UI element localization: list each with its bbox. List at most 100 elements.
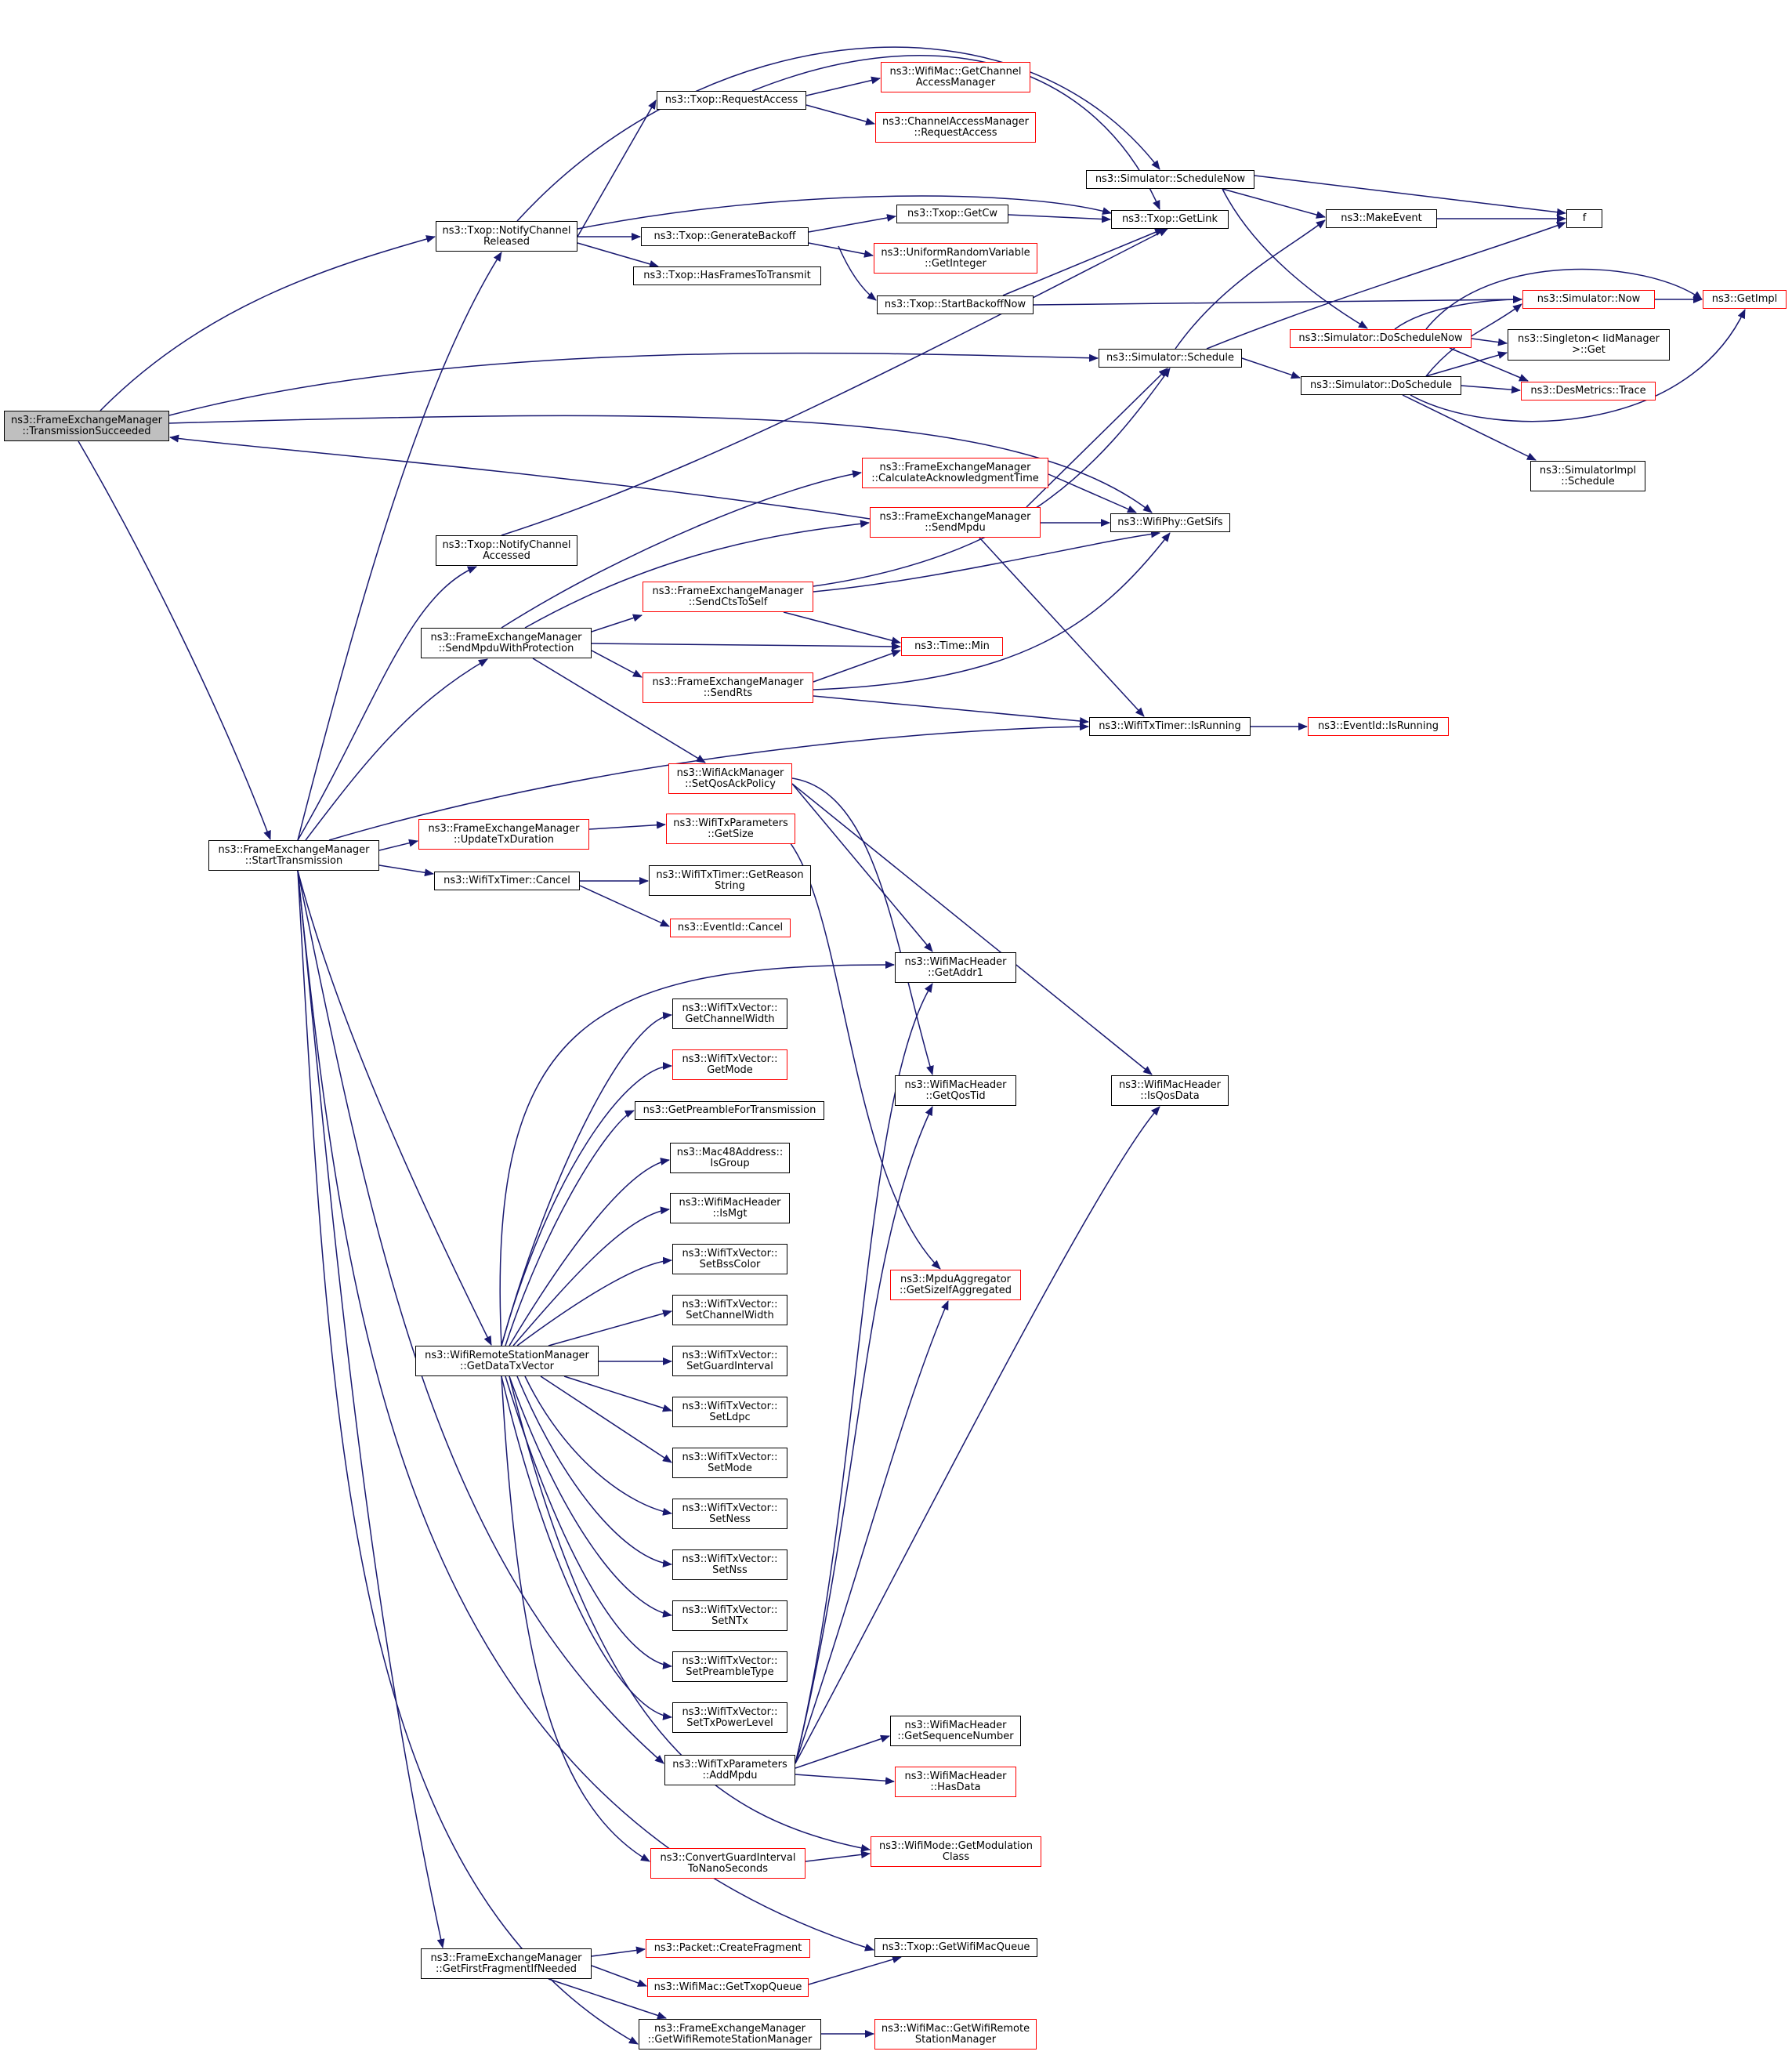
node-simulator-schedule-now[interactable]: ns3::Simulator::ScheduleNow — [1086, 170, 1254, 189]
node-wifi-tx-timer-cancel[interactable]: ns3::WifiTxTimer::Cancel — [434, 872, 580, 890]
node-label: ns3::WifiMac::GetChannel — [889, 65, 1022, 78]
node-f[interactable]: f — [1566, 209, 1602, 228]
node-event-id-cancel[interactable]: ns3::EventId::Cancel — [670, 919, 791, 937]
call-edge — [795, 1106, 1160, 1764]
node-wifi-mac-header-has-data[interactable]: ns3::WifiMacHeader::HasData — [895, 1767, 1016, 1797]
node-set-qos-ack-policy[interactable]: ns3::WifiAckManager::SetQosAckPolicy — [668, 763, 792, 794]
node-txop-get-link[interactable]: ns3::Txop::GetLink — [1111, 210, 1229, 229]
node-simulator-schedule[interactable]: ns3::Simulator::Schedule — [1099, 349, 1242, 368]
node-wifi-mac-get-txop-queue[interactable]: ns3::WifiMac::GetTxopQueue — [647, 1978, 809, 1997]
node-transmission-succeeded[interactable]: ns3::FrameExchangeManager::TransmissionS… — [4, 411, 169, 441]
node-send-rts[interactable]: ns3::FrameExchangeManager::SendRts — [643, 672, 813, 703]
node-wifi-tx-vector-set-ldpc[interactable]: ns3::WifiTxVector::SetLdpc — [672, 1397, 787, 1427]
node-singleton-iid-manager-get[interactable]: ns3::Singleton< IidManager>::Get — [1508, 329, 1670, 361]
node-send-mpdu[interactable]: ns3::FrameExchangeManager::SendMpdu — [870, 507, 1041, 538]
node-wifi-mac-header-get-addr1[interactable]: ns3::WifiMacHeader::GetAddr1 — [895, 952, 1016, 983]
node-wifi-tx-vector-set-channel-width[interactable]: ns3::WifiTxVector::SetChannelWidth — [672, 1295, 787, 1325]
node-des-metrics-trace[interactable]: ns3::DesMetrics::Trace — [1521, 382, 1656, 400]
node-txop-get-cw[interactable]: ns3::Txop::GetCw — [896, 205, 1008, 223]
node-wifi-tx-vector-set-guard-interval[interactable]: ns3::WifiTxVector::SetGuardInterval — [672, 1346, 787, 1376]
node-mac48-address-is-group[interactable]: ns3::Mac48Address::IsGroup — [670, 1143, 790, 1173]
call-edge — [805, 104, 875, 125]
call-edge — [577, 100, 657, 237]
call-edge — [501, 1375, 672, 1720]
node-label: ns3::WifiMacHeader — [1118, 1078, 1222, 1091]
node-label: AccessManager — [915, 76, 996, 89]
call-edge — [297, 870, 445, 1948]
node-event-id-is-running[interactable]: ns3::EventId::IsRunning — [1308, 717, 1449, 736]
node-simulator-do-schedule[interactable]: ns3::Simulator::DoSchedule — [1301, 376, 1461, 395]
node-label: ::StartTransmission — [244, 854, 343, 867]
node-wifi-tx-vector-set-mode[interactable]: ns3::WifiTxVector::SetMode — [672, 1448, 787, 1478]
node-get-preamble-for-transmission[interactable]: ns3::GetPreambleForTransmission — [635, 1101, 824, 1120]
node-wifi-tx-vector-set-tx-power-level[interactable]: ns3::WifiTxVector::SetTxPowerLevel — [672, 1702, 787, 1733]
node-txop-start-backoff-now[interactable]: ns3::Txop::StartBackoffNow — [877, 295, 1034, 314]
node-label: ::SendCtsToSelf — [688, 596, 768, 608]
node-wifi-tx-vector-set-ness[interactable]: ns3::WifiTxVector::SetNess — [672, 1499, 787, 1529]
node-get-impl[interactable]: ns3::GetImpl — [1703, 290, 1787, 309]
call-edge — [1026, 368, 1168, 508]
node-wifi-tx-vector-set-ntx[interactable]: ns3::WifiTxVector::SetNTx — [672, 1600, 787, 1631]
call-edge — [577, 195, 1112, 230]
node-label: ns3::DesMetrics::Trace — [1530, 385, 1646, 397]
node-wifi-tx-vector-get-channel-width[interactable]: ns3::WifiTxVector::GetChannelWidth — [672, 999, 787, 1029]
node-wifi-tx-vector-set-nss[interactable]: ns3::WifiTxVector::SetNss — [672, 1549, 787, 1580]
node-get-data-tx-vector[interactable]: ns3::WifiRemoteStationManager::GetDataTx… — [415, 1346, 599, 1376]
call-edge — [1008, 214, 1111, 223]
node-simulator-do-schedule-now[interactable]: ns3::Simulator::DoScheduleNow — [1290, 329, 1472, 348]
node-simulator-impl-schedule[interactable]: ns3::SimulatorImpl::Schedule — [1530, 461, 1645, 491]
node-wifi-tx-parameters-get-size[interactable]: ns3::WifiTxParameters::GetSize — [666, 814, 795, 844]
call-edge — [791, 783, 1153, 1075]
node-wifi-mac-header-get-sequence-number[interactable]: ns3::WifiMacHeader::GetSequenceNumber — [890, 1716, 1021, 1746]
node-label: ns3::Simulator::DoScheduleNow — [1298, 332, 1463, 344]
node-time-min[interactable]: ns3::Time::Min — [901, 637, 1003, 656]
node-send-mpdu-with-protection[interactable]: ns3::FrameExchangeManager::SendMpduWithP… — [421, 628, 592, 658]
call-edge — [516, 46, 1160, 222]
node-label: Released — [483, 235, 530, 248]
node-label: ns3::WifiTxVector:: — [682, 1451, 778, 1463]
call-edge — [540, 1375, 672, 1463]
call-edge — [783, 611, 901, 645]
node-uniform-random-variable-get-integer[interactable]: ns3::UniformRandomVariable::GetInteger — [874, 243, 1037, 274]
node-calculate-acknowledgment-time[interactable]: ns3::FrameExchangeManager::CalculateAckn… — [862, 458, 1048, 488]
node-wifi-tx-vector-set-bss-color[interactable]: ns3::WifiTxVector::SetBssColor — [672, 1244, 787, 1274]
node-simulator-now[interactable]: ns3::Simulator::Now — [1522, 290, 1655, 309]
node-channel-access-manager-request-access[interactable]: ns3::ChannelAccessManager::RequestAccess — [875, 112, 1036, 143]
call-edge — [512, 1206, 670, 1346]
node-label: ::SendMpdu — [925, 521, 986, 534]
node-txop-get-wifi-mac-queue[interactable]: ns3::Txop::GetWifiMacQueue — [874, 1938, 1037, 1957]
node-wifi-tx-parameters-add-mpdu[interactable]: ns3::WifiTxParameters::AddMpdu — [664, 1755, 795, 1785]
node-label: ns3::Packet::CreateFragment — [653, 1942, 802, 1954]
node-wifi-tx-vector-set-preamble-type[interactable]: ns3::WifiTxVector::SetPreambleType — [672, 1651, 787, 1682]
node-update-tx-duration[interactable]: ns3::FrameExchangeManager::UpdateTxDurat… — [418, 819, 589, 850]
node-start-transmission[interactable]: ns3::FrameExchangeManager::StartTransmis… — [208, 840, 379, 871]
call-edge — [1425, 303, 1522, 377]
node-label: ns3::GetPreambleForTransmission — [643, 1104, 816, 1116]
node-make-event[interactable]: ns3::MakeEvent — [1326, 209, 1437, 228]
node-wifiphy-get-sifs[interactable]: ns3::WifiPhy::GetSifs — [1110, 513, 1230, 532]
node-packet-create-fragment[interactable]: ns3::Packet::CreateFragment — [646, 1939, 810, 1958]
node-txop-has-frames-to-transmit[interactable]: ns3::Txop::HasFramesToTransmit — [633, 266, 821, 285]
node-wifi-tx-timer-is-running[interactable]: ns3::WifiTxTimer::IsRunning — [1089, 717, 1251, 736]
node-get-first-fragment-if-needed[interactable]: ns3::FrameExchangeManager::GetFirstFragm… — [421, 1948, 592, 1979]
node-wifi-mac-header-get-qos-tid[interactable]: ns3::WifiMacHeader::GetQosTid — [895, 1075, 1016, 1106]
node-label: SetNTx — [711, 1615, 748, 1627]
node-label: ns3::Txop::GetWifiMacQueue — [882, 1941, 1030, 1953]
node-wifi-mac-header-is-qos-data[interactable]: ns3::WifiMacHeader::IsQosData — [1111, 1075, 1229, 1106]
node-label: StationManager — [914, 2033, 997, 2046]
node-txop-request-access[interactable]: ns3::Txop::RequestAccess — [657, 91, 806, 110]
node-send-cts-to-self[interactable]: ns3::FrameExchangeManager::SendCtsToSelf — [643, 582, 813, 612]
node-wifi-tx-vector-get-mode[interactable]: ns3::WifiTxVector::GetMode — [672, 1049, 787, 1080]
node-txop-generate-backoff[interactable]: ns3::Txop::GenerateBackoff — [641, 227, 809, 246]
node-get-wifi-remote-station-manager[interactable]: ns3::FrameExchangeManager::GetWifiRemote… — [639, 2019, 821, 2050]
node-mpdu-aggregator-get-size-if-aggregated[interactable]: ns3::MpduAggregator::GetSizeIfAggregated — [890, 1270, 1021, 1300]
node-wifi-mac-header-is-mgt[interactable]: ns3::WifiMacHeader::IsMgt — [670, 1193, 790, 1223]
